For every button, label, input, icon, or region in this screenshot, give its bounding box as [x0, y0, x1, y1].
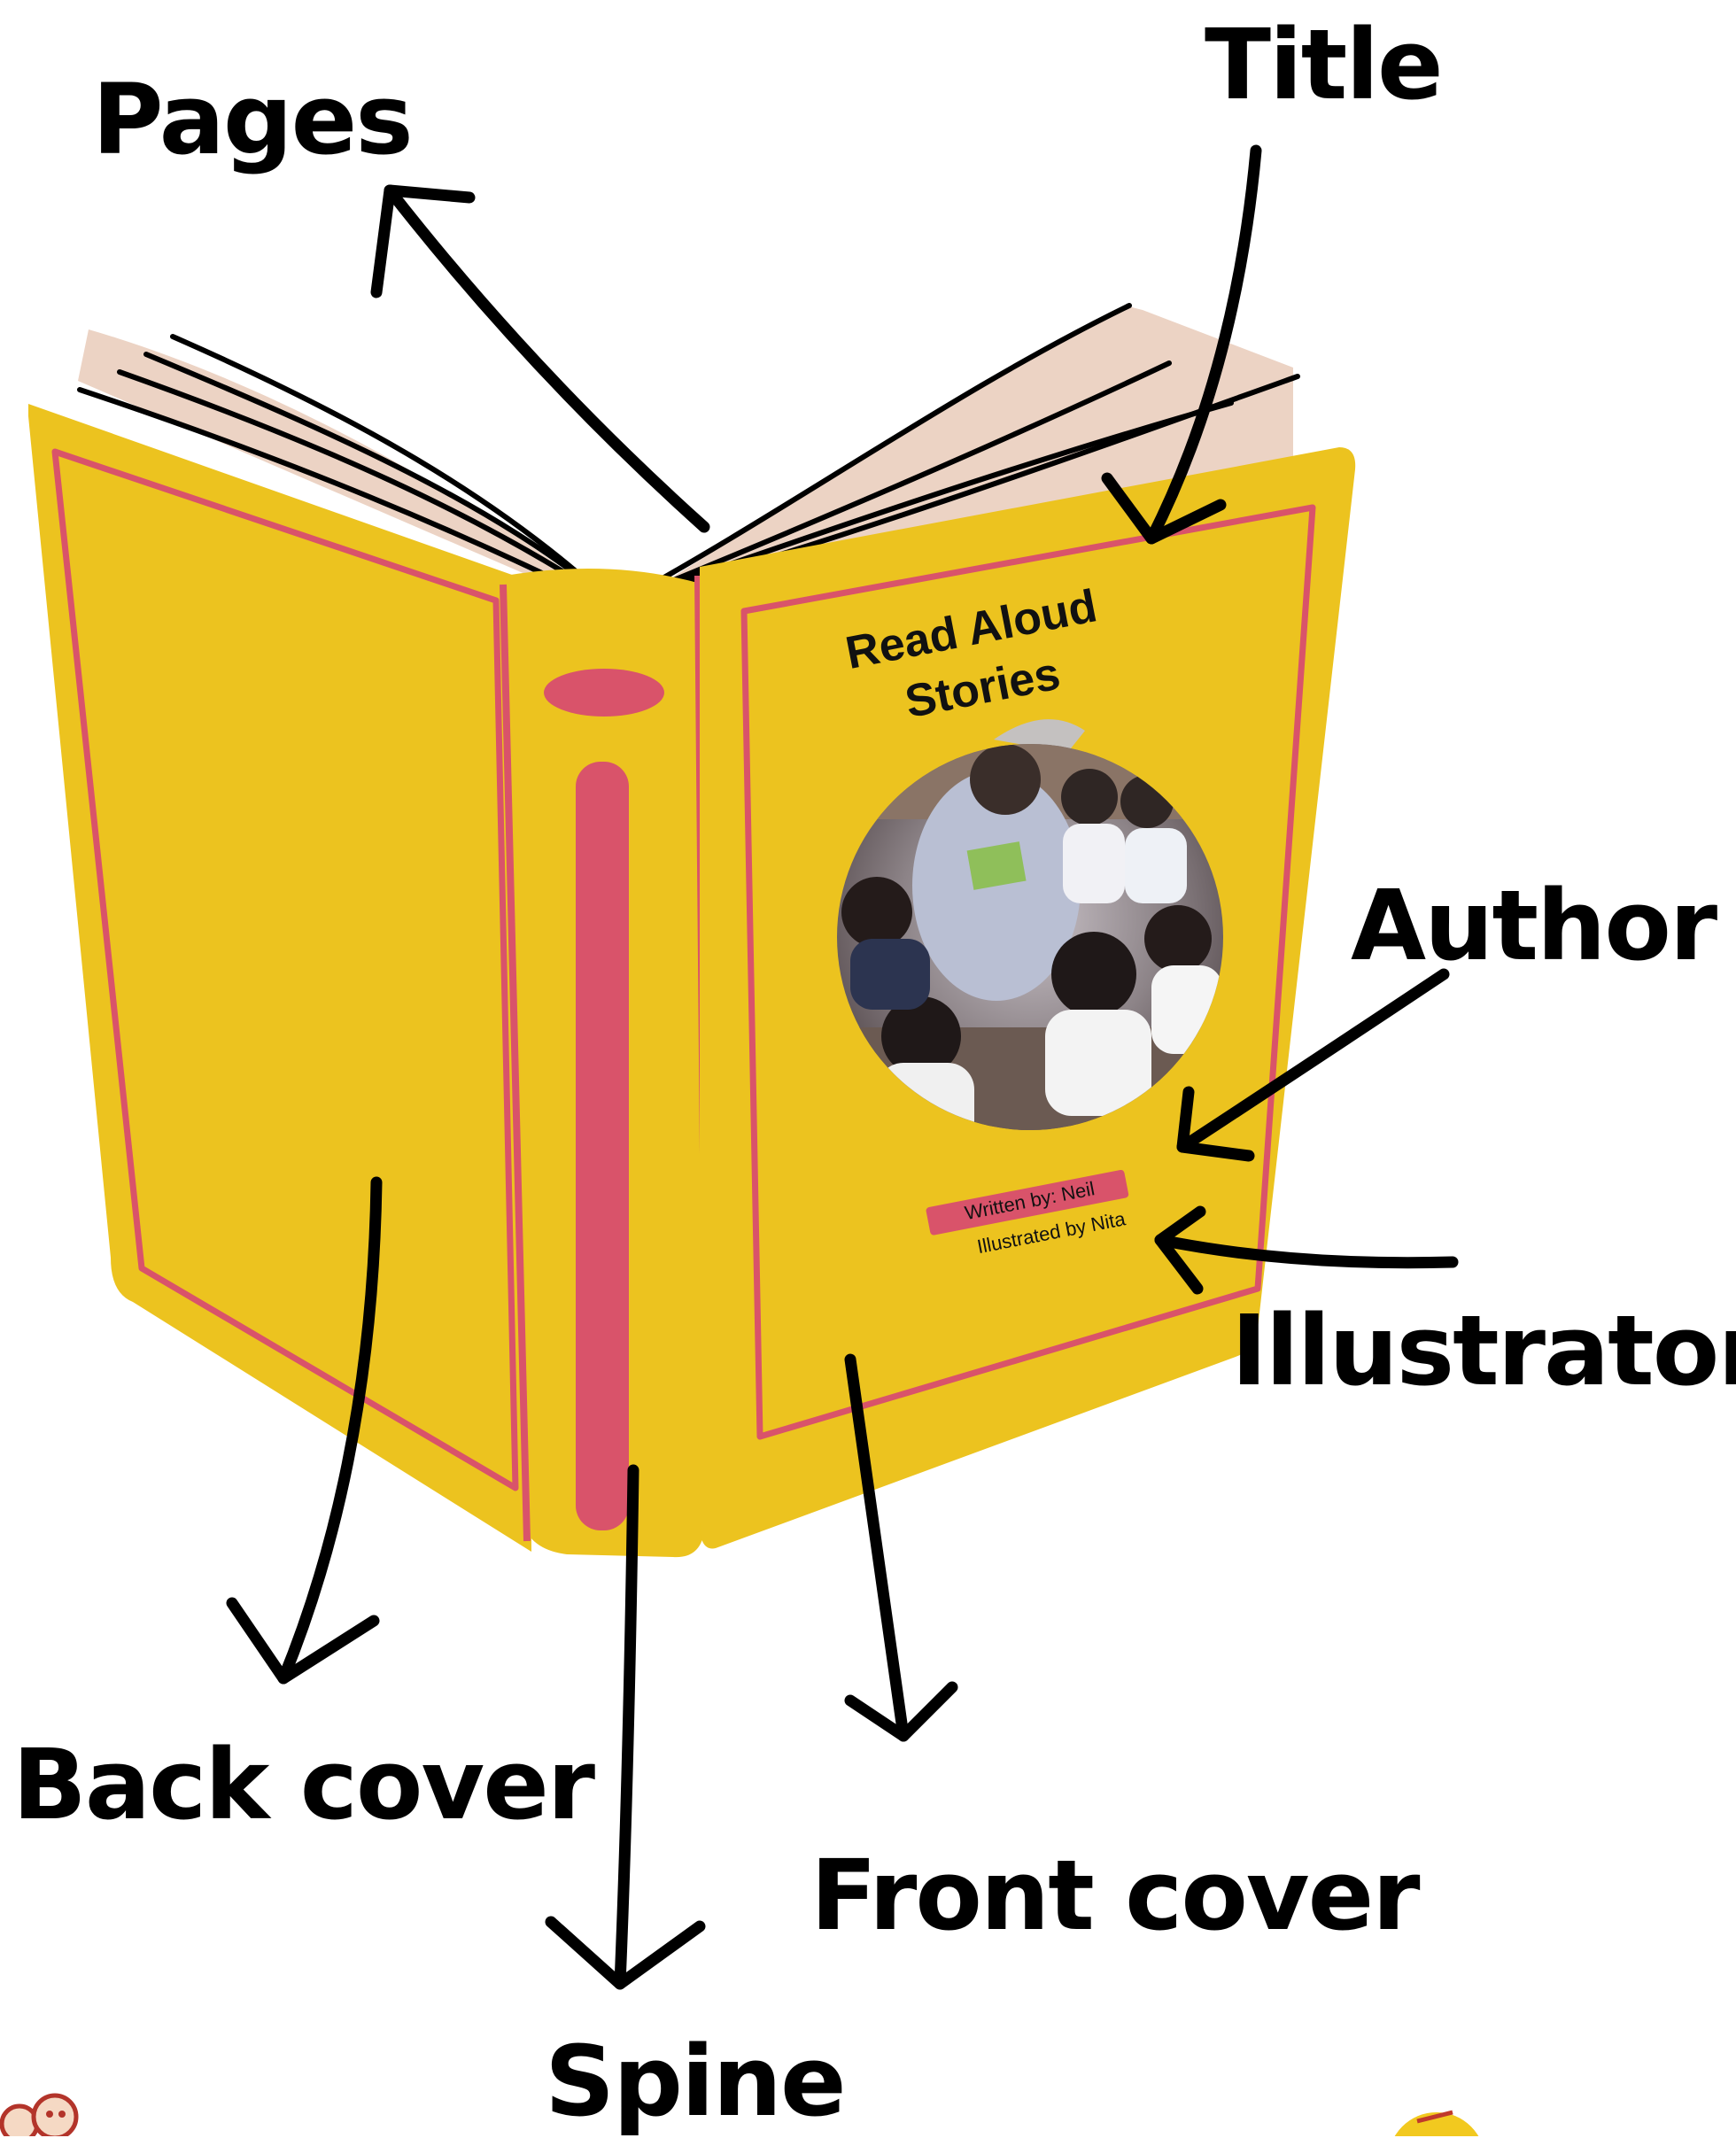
spine	[503, 569, 707, 1557]
monkey-logo	[2, 2095, 76, 2136]
label-title: Title	[1205, 16, 1442, 113]
sun-logo	[1388, 2112, 1485, 2136]
spine-oval	[544, 669, 664, 717]
spine-band	[576, 762, 629, 1530]
label-pages: Pages	[92, 71, 412, 168]
arrow-pages	[376, 190, 704, 527]
label-back-cover: Back cover	[12, 1736, 593, 1833]
label-illustrator: Illustrator	[1231, 1302, 1736, 1399]
label-spine: Spine	[545, 2033, 845, 2130]
label-front-cover: Front cover	[810, 1847, 1418, 1944]
label-author: Author	[1351, 877, 1716, 974]
back-cover	[28, 404, 531, 1552]
